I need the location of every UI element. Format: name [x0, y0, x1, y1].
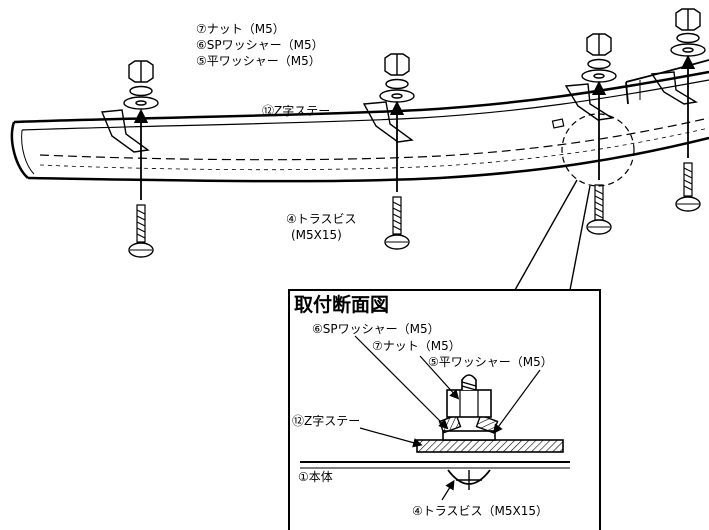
hardware-stack-3: [581, 33, 617, 83]
screws: [128, 54, 701, 258]
inset-flat-washer-label: ⑤平ワッシャー（M5）: [428, 355, 553, 369]
inset-leaders: [354, 335, 541, 501]
inset-z-stay-label: ⑫Z字ステー: [292, 414, 361, 428]
inset-title: 取付断面図: [294, 294, 390, 316]
nut-label: ⑦ナット（M5）: [196, 22, 285, 36]
inset-nut-label: ⑦ナット（M5）: [372, 339, 461, 353]
inset-sp-washer-label: ⑥SPワッシャー（M5）: [312, 322, 440, 336]
truss-screw-label: ④トラスビス: [286, 212, 357, 226]
flat-washer-label: ⑤平ワッシャー（M5）: [196, 54, 321, 68]
inset-truss-screw-label: ④トラスビス（M5X15）: [412, 504, 548, 518]
hardware-stack-4: [670, 8, 706, 57]
z-stays: [100, 71, 698, 153]
inset-frame: [288, 289, 601, 530]
z-stay-label: ⑫Z字ステー: [262, 104, 331, 118]
detail-callout: [514, 113, 635, 291]
truss-screw-size-label: (M5X15): [291, 228, 342, 242]
hardware-stack-1: [123, 60, 159, 110]
sp-washer-label: ⑥SPワッシャー（M5）: [196, 38, 324, 52]
hardware-stack-2: [379, 53, 415, 103]
inset-body-label: ①本体: [298, 470, 333, 484]
